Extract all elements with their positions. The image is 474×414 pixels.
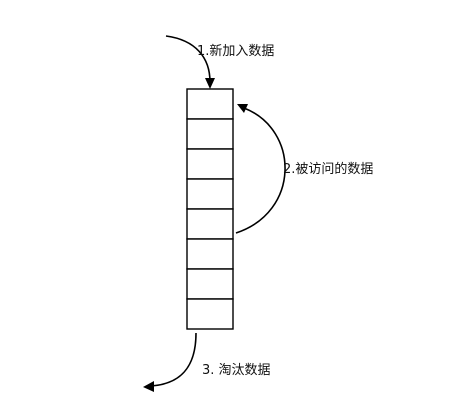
new-data-label: 1.新加入数据 — [197, 43, 274, 59]
queue-cell — [186, 88, 234, 120]
queue-column — [186, 88, 234, 330]
queue-cell — [186, 208, 234, 240]
queue-cell — [186, 118, 234, 150]
evicted-data-arrow — [143, 332, 197, 392]
queue-cell — [186, 238, 234, 270]
new-data-arrow — [165, 35, 215, 89]
accessed-data-label: 2.被访问的数据 — [283, 161, 373, 177]
accessed-data-arrow — [235, 104, 286, 234]
queue-cell — [186, 148, 234, 180]
queue-cell — [186, 268, 234, 300]
queue-cell — [186, 178, 234, 210]
queue-cell — [186, 298, 234, 330]
evicted-data-label: 3. 淘汰数据 — [202, 363, 271, 378]
